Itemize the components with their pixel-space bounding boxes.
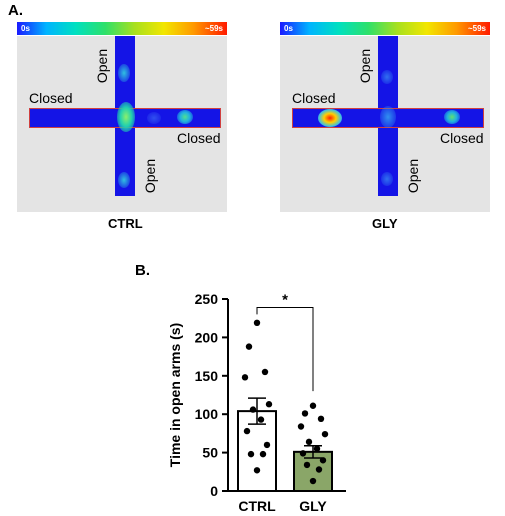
data-point: [259, 450, 267, 458]
heat-spot: [318, 109, 342, 127]
data-point: [247, 450, 255, 458]
y-tick-label: 150: [195, 368, 219, 384]
colorbar-max-label: ~59s: [467, 24, 486, 33]
arena: Open Closed Closed Open: [17, 36, 227, 212]
significance-bracket: [256, 306, 314, 392]
data-point: [319, 457, 327, 464]
data-point: [297, 423, 305, 430]
data-point: [309, 477, 317, 485]
data-point: [253, 319, 261, 327]
colorbar-min-label: 0s: [21, 24, 30, 33]
y-tick-label: 200: [195, 329, 219, 345]
heat-spot: [147, 112, 161, 124]
heatmap-ctrl-caption: CTRL: [108, 216, 143, 231]
data-point: [265, 401, 273, 408]
data-point: [243, 427, 251, 435]
heat-spot: [444, 110, 460, 124]
data-point: [249, 406, 257, 413]
data-point: [301, 410, 309, 417]
data-point: [309, 402, 317, 409]
heat-spot: [380, 106, 396, 128]
closed-arm-label-left: Closed: [292, 90, 336, 106]
significance-marker: *: [282, 291, 288, 308]
data-point: [253, 467, 261, 474]
data-point: [245, 343, 253, 350]
colorbar: 0s ~59s: [280, 22, 490, 35]
data-point: [263, 441, 271, 449]
colorbar: 0s ~59s: [17, 22, 227, 35]
y-tick-label: 50: [202, 445, 218, 461]
colorbar-max-label: ~59s: [204, 24, 223, 33]
heat-spot: [117, 102, 135, 132]
colorbar-min-label: 0s: [284, 24, 293, 33]
heatmap-ctrl: 0s ~59s Open Closed Closed Open: [17, 22, 227, 212]
heat-spot: [381, 70, 393, 84]
data-point: [257, 416, 265, 423]
y-tick-label: 250: [195, 291, 219, 307]
data-point: [313, 445, 321, 452]
data-point: [315, 466, 323, 473]
closed-arm-label-left: Closed: [29, 90, 73, 106]
y-axis-label: Time in open arms (s): [167, 323, 183, 467]
closed-arm-label-right: Closed: [440, 130, 484, 146]
data-point: [241, 374, 249, 381]
data-point: [317, 415, 325, 423]
heat-spot: [118, 64, 130, 82]
heat-spot: [118, 172, 130, 188]
heatmap-gly-caption: GLY: [372, 216, 398, 231]
x-tick-label: CTRL: [238, 498, 276, 514]
panel-b-label: B.: [135, 262, 150, 279]
heatmap-gly: 0s ~59s Open Closed Closed Open: [280, 22, 490, 212]
arena: Open Closed Closed Open: [280, 36, 490, 212]
data-point: [303, 461, 311, 469]
data-point: [321, 430, 329, 438]
data-point: [299, 450, 307, 457]
panel-a-label: A.: [8, 2, 23, 19]
data-point: [305, 438, 313, 446]
x-tick-label: GLY: [299, 498, 327, 514]
data-point: [261, 368, 269, 376]
y-tick-label: 0: [210, 483, 218, 499]
y-tick-label: 100: [195, 406, 219, 422]
heat-spot: [381, 172, 393, 186]
heat-spot: [177, 110, 193, 124]
closed-arm-label-right: Closed: [177, 130, 221, 146]
